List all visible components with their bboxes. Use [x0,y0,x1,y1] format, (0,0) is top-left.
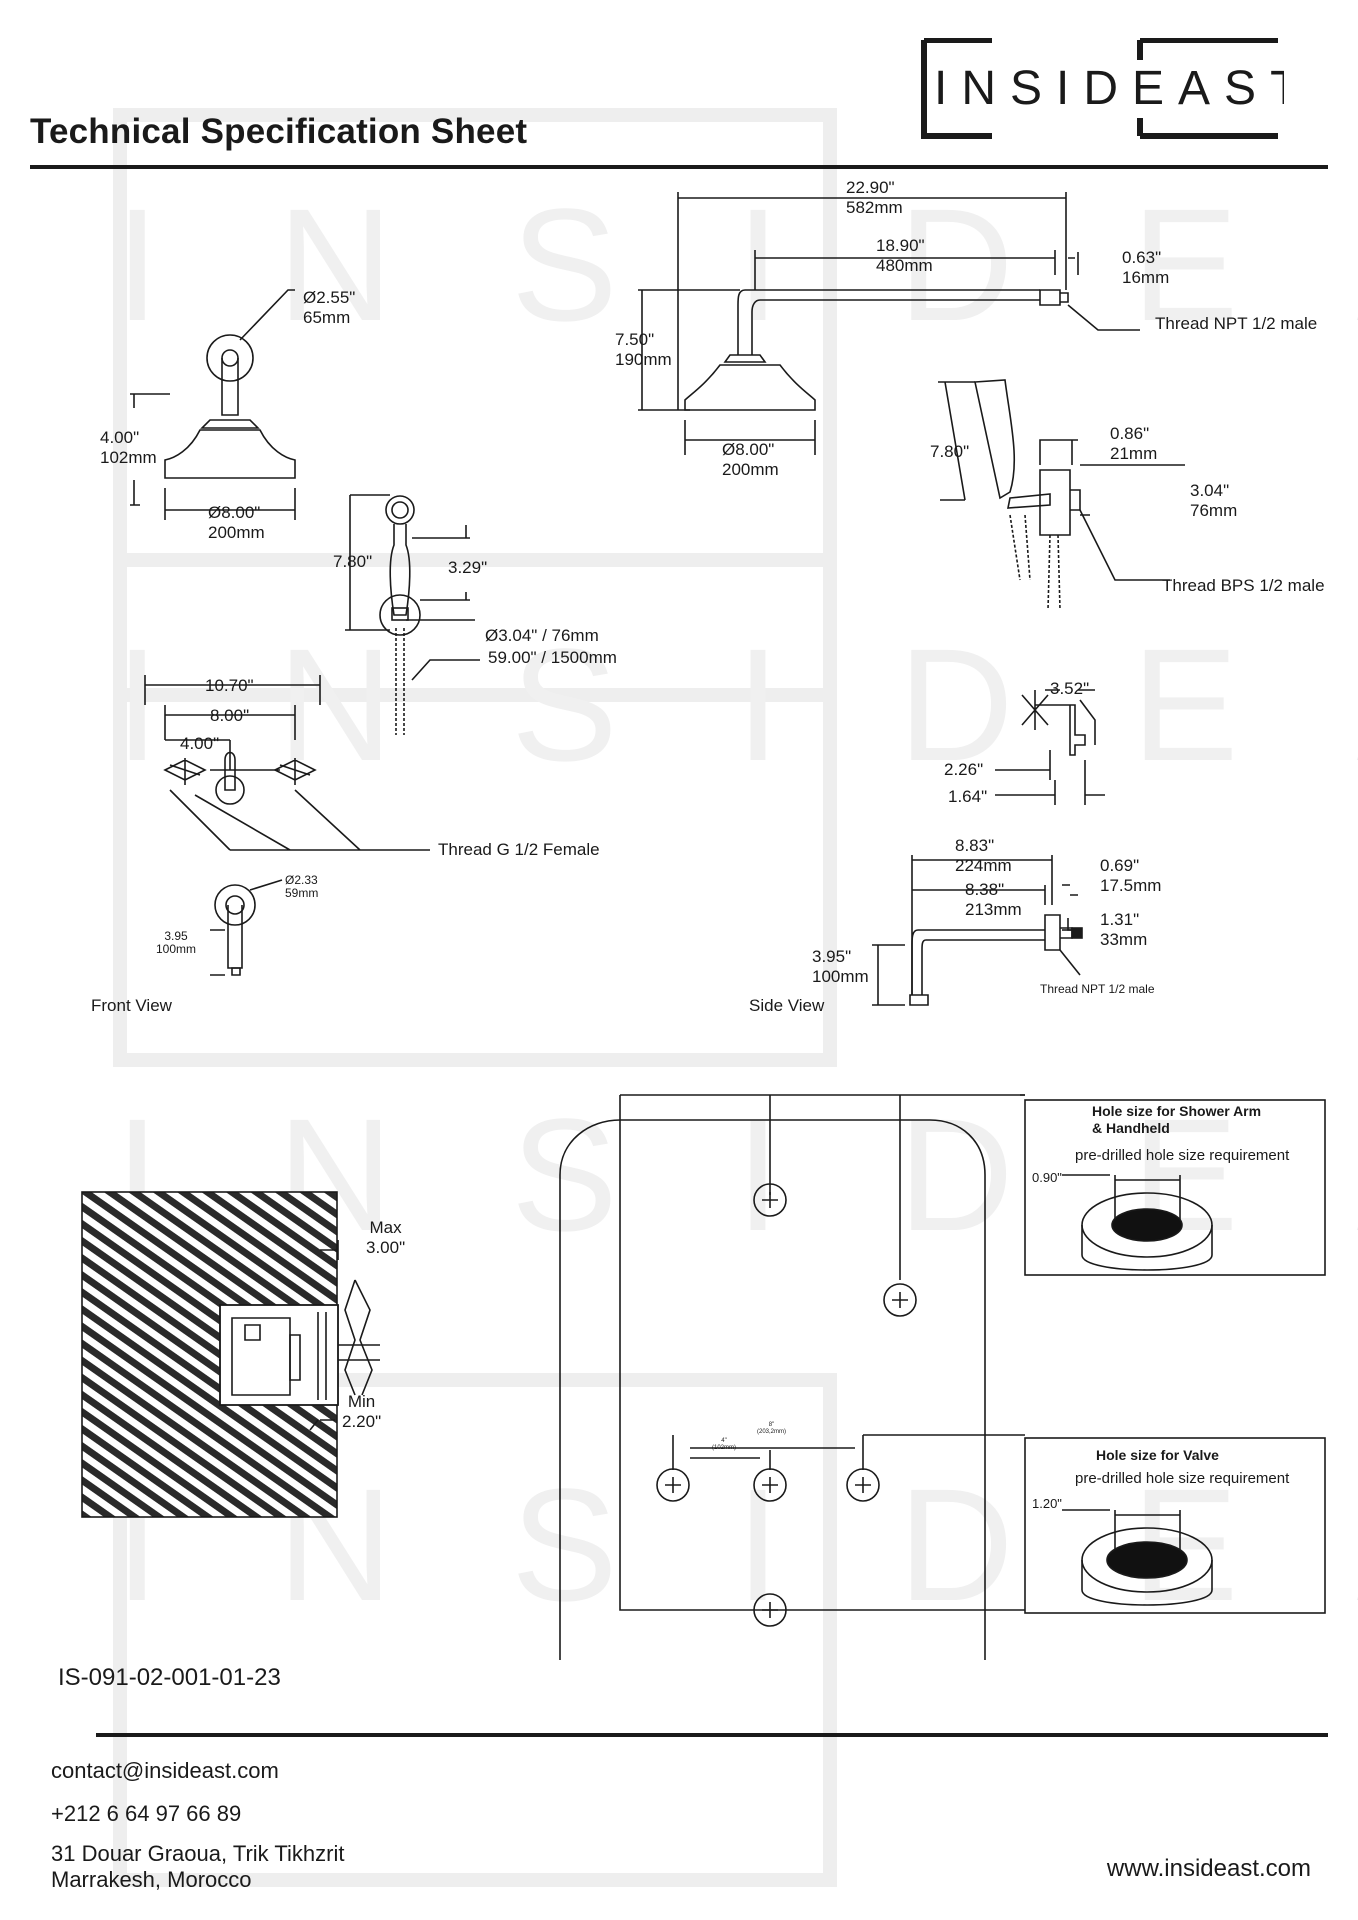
flange-dim-label: Ø2.55"65mm [303,288,356,327]
spout-side [872,855,1083,1006]
shower-arm-side [638,192,1140,455]
installation-section [81,1191,380,1518]
spout-thread-label: Thread NPT 1/2 male [1040,982,1155,996]
height-dim-label: 4.00"102mm [100,428,157,467]
valve-spread-label: 8.00" [210,706,250,725]
drop-label: 7.50"190mm [615,330,672,369]
spread-8-label: 8"(203,2mm) [757,1422,787,1435]
handheld-side-length-label: 7.80" [930,442,970,461]
valve-overall-label: 10.70" [205,676,254,695]
spout-flange-depth-label: 0.69"17.5mm [1100,856,1162,895]
hole-box-valve-size: 1.20" [1032,1496,1062,1511]
wall-layout [559,1094,1025,1660]
spout-thread-length-label: 1.31"33mm [1100,910,1148,949]
watermark-text: INSIDEAST [115,615,1358,794]
page-title: Technical Specification Sheet [30,112,528,151]
arm-thread-label: Thread NPT 1/2 male [1155,314,1318,333]
hole-box-valve-subtitle: pre-drilled hole size requirement [1075,1470,1290,1487]
arm-head-dim-label: Ø8.00"200mm [722,440,779,479]
hole-box-arm-size: 0.90" [1032,1170,1062,1185]
valve-thread-label: Thread G 1/2 Female [438,840,600,859]
hose-length-label: 59.00" / 1500mm [488,648,617,667]
contact-email[interactable]: contact@insideast.com [51,1758,279,1783]
header-rule [30,165,1328,169]
handheld-depth-label: 0.86"21mm [1110,424,1158,463]
shower-head-front [130,289,296,520]
holder-dim-label: Ø3.04" / 76mm [485,626,599,645]
spread-4-label: 4"(102mm) [712,1438,737,1451]
handheld-front [345,494,480,735]
document-code: IS-091-02-001-01-23 [58,1664,281,1691]
head-dim-label: Ø8.00"200mm [208,503,265,542]
handheld-thread-label: Thread BPS 1/2 male [1162,576,1325,595]
footer-rule [96,1733,1328,1737]
logo-wordmark: INSIDEAST [934,62,1284,115]
front-view-label: Front View [91,996,172,1015]
hole-box-arm-subtitle: pre-drilled hole size requirement [1075,1147,1290,1164]
hole-box-arm-graphic [1024,1099,1326,1276]
handheld-length-label: 7.80" [333,552,373,571]
handheld-holder-label: 3.04"76mm [1190,481,1238,520]
handheld-side [938,379,1185,611]
contact-phone[interactable]: +212 6 64 97 66 89 [51,1801,242,1826]
total-length-label: 22.90"582mm [846,178,903,217]
spout-front [210,879,283,976]
hole-box-valve-graphic [1024,1437,1326,1614]
spout-drop-label: 3.95"100mm [812,947,869,986]
brand-logo: INSIDEAST [921,38,1284,139]
valve-handle-depth-label: 3.52" [1050,679,1090,698]
valve-side [995,689,1105,805]
spout-reach-label: 8.38"213mm [965,880,1022,919]
flange-depth-label: 0.63"16mm [1122,248,1170,287]
valve-front [144,675,430,851]
hole-box-valve-title: Hole size for Valve [1096,1447,1219,1463]
valve-half-spread-label: 4.00" [180,734,220,753]
valve-dim-a-label: 2.26" [944,760,984,779]
spout-total-label: 8.83"224mm [955,836,1012,875]
hole-box-arm-title: Hole size for Shower Arm& Handheld [1092,1103,1262,1136]
watermark-text: INSIDEAST [115,175,1358,354]
arm-length-label: 18.90"480mm [876,236,933,275]
holder-offset-label: 3.29" [448,558,488,577]
side-view-label: Side View [749,996,825,1015]
website-link[interactable]: www.insideast.com [1106,1855,1311,1882]
valve-dim-b-label: 1.64" [948,787,988,806]
